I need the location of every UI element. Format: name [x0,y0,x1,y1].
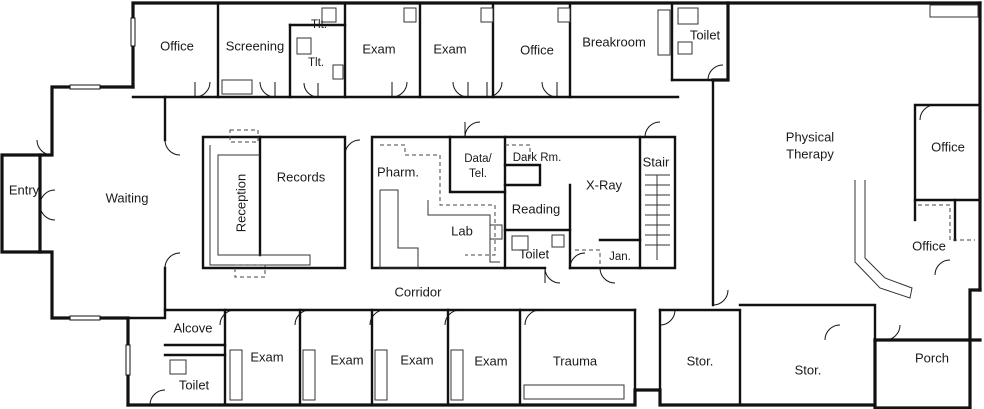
room-exam-bottom-1: Exam [250,349,283,364]
doors [36,64,951,406]
room-data-tel-line2: Tel. [469,168,487,180]
room-toilet-bottom: Toilet [179,377,210,392]
room-reception: Reception [233,174,248,233]
room-exam-bottom-3: Exam [400,352,433,367]
room-dark-rm: Dark Rm. [513,152,562,164]
room-office-top-left: Office [160,38,194,53]
room-stair: Stair [643,154,670,169]
room-exam-top-2: Exam [433,41,466,56]
room-tlt-lower: Tlt. [308,57,324,69]
room-physical-therapy-line2: Therapy [786,146,834,161]
room-records: Records [277,169,326,184]
room-toilet-top: Toilet [690,27,721,42]
room-entry: Entry [9,182,40,197]
room-alcove: Alcove [173,320,212,335]
room-porch: Porch [915,350,949,365]
room-stor-left: Stor. [687,353,714,368]
room-trauma: Trauma [553,353,598,368]
stair-treads [645,174,670,260]
room-waiting: Waiting [106,190,149,205]
room-office-right-upper: Office [931,139,965,154]
room-tlt-upper: Tlt. [311,19,327,31]
room-office-top-mid: Office [520,42,554,57]
room-jan: Jan. [609,251,631,263]
interior-walls [126,1,982,407]
room-exam-bottom-4: Exam [474,353,507,368]
room-physical-therapy-line1: Physical [786,129,835,144]
room-pharm: Pharm. [377,164,419,179]
room-office-right-lower: Office [912,238,946,253]
room-screening: Screening [226,38,285,53]
room-exam-top-1: Exam [362,41,395,56]
casework [209,129,975,299]
room-toilet-mid: Toilet [519,246,550,261]
room-labels: Office Screening Tlt. Tlt. Exam Exam Off… [9,19,965,392]
room-lab: Lab [451,223,473,238]
room-xray: X-Ray [586,177,623,192]
room-stor-mid: Stor. [795,362,822,377]
room-reading: Reading [512,201,560,216]
room-exam-bottom-2: Exam [330,352,363,367]
room-data-tel-line1: Data/ [464,153,492,165]
room-breakroom: Breakroom [582,34,646,49]
fixtures [169,4,979,401]
room-corridor: Corridor [395,284,443,299]
